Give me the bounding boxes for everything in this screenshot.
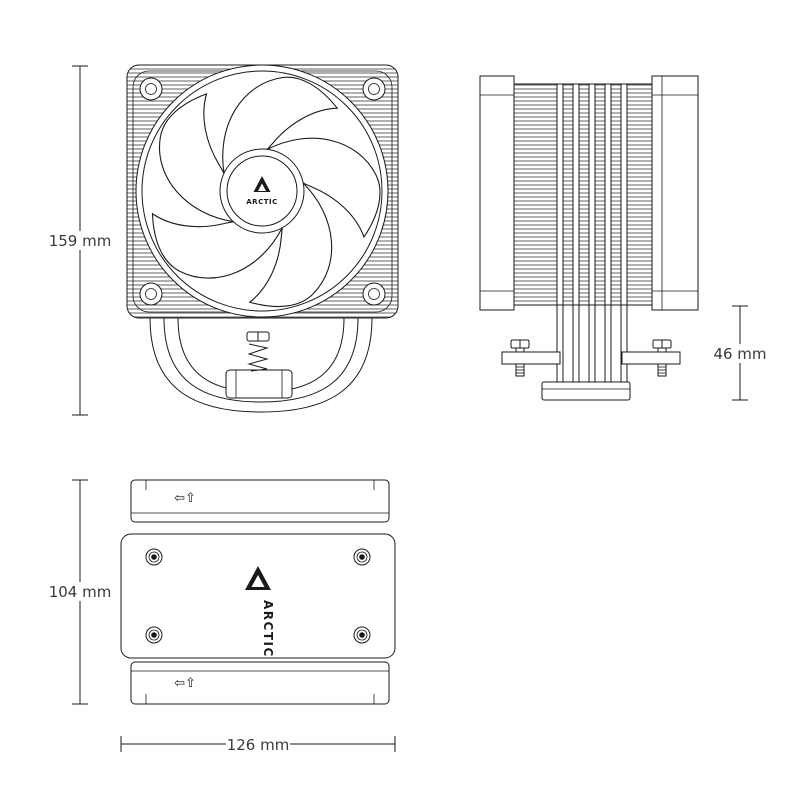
dimension-label-background	[712, 344, 768, 363]
fan-frame-top-edge: ⇦⇧	[130, 479, 390, 523]
fan-corner-screw	[362, 77, 386, 101]
dimension-depth: 104 mm	[49, 479, 112, 705]
side-view	[479, 75, 699, 401]
fan-frame-bottom-edge: ⇦⇧	[130, 661, 390, 705]
heatsink-top-plate: ARCTIC	[120, 533, 396, 659]
spring-coil	[247, 343, 269, 372]
fan-corner-screw	[139, 282, 163, 306]
top-plate-screw	[145, 548, 163, 566]
dimension-label-total-height: 159 mm	[49, 232, 112, 250]
heatpipe-channel	[620, 83, 628, 306]
dimension-base-clearance: 46 mm	[712, 305, 768, 401]
mounting-arm-left	[501, 351, 561, 365]
arctic-logo-top: ARCTIC	[245, 566, 275, 658]
heatpipe-channel	[588, 83, 596, 306]
dimension-total-height: 159 mm	[49, 65, 112, 416]
dimension-label-depth: 104 mm	[49, 583, 112, 601]
heatpipe	[163, 317, 359, 403]
heatpipe-channels-in-fins	[556, 83, 628, 306]
top-view: ⇦⇧ ARCTIC ⇦⇧	[120, 479, 396, 705]
heatpipe	[556, 304, 564, 385]
fan-corner-screw	[362, 282, 386, 306]
arctic-wordmark-front: ARCTIC	[246, 198, 277, 206]
top-plate-screw	[145, 626, 163, 644]
mounting-arm-right	[621, 351, 681, 365]
dimension-label-background	[50, 582, 110, 601]
heatpipe	[149, 317, 373, 413]
arctic-logo-front: ARCTIC	[246, 176, 277, 206]
fan-corner-screw	[139, 77, 163, 101]
fan-frame-bar	[130, 479, 390, 523]
orientation-arrows-icon: ⇦⇧	[174, 676, 196, 691]
heatpipe	[588, 304, 596, 385]
heatpipe-channel	[572, 83, 580, 306]
arctic-triangle-icon-cutout	[258, 183, 266, 191]
cold-plate-side	[541, 381, 631, 401]
dimension-label-background	[226, 735, 290, 754]
arctic-wordmark-top: ARCTIC	[261, 600, 275, 658]
front-fan-profile	[479, 75, 515, 311]
arctic-triangle-icon-cutout	[251, 575, 265, 587]
dimension-label-background	[52, 231, 108, 250]
heatpipe	[620, 304, 628, 385]
orientation-arrows-icon: ⇦⇧	[174, 491, 196, 506]
fin-stack-side	[513, 83, 653, 306]
heatpipe	[572, 304, 580, 385]
top-plate	[120, 533, 396, 659]
dimension-label-width: 126 mm	[227, 736, 290, 754]
top-plate-screw	[353, 548, 371, 566]
fan-frame-bar	[130, 661, 390, 705]
heatpipe-channel	[604, 83, 612, 306]
rear-bracket-profile	[651, 75, 699, 311]
base-plate	[541, 381, 631, 401]
dimension-label-base-clearance: 46 mm	[713, 345, 766, 363]
heatpipes-side	[556, 304, 628, 385]
spring-screw-front	[246, 331, 270, 372]
heatpipe-channel	[556, 83, 564, 306]
fan-rim-inner	[141, 70, 383, 312]
front-view: ARCTIC	[126, 61, 399, 413]
heatpipe	[604, 304, 612, 385]
top-plate-screw	[353, 626, 371, 644]
cold-plate-front	[225, 369, 293, 399]
fan-hub-inner	[226, 155, 298, 227]
dimension-width: 126 mm	[120, 735, 396, 754]
